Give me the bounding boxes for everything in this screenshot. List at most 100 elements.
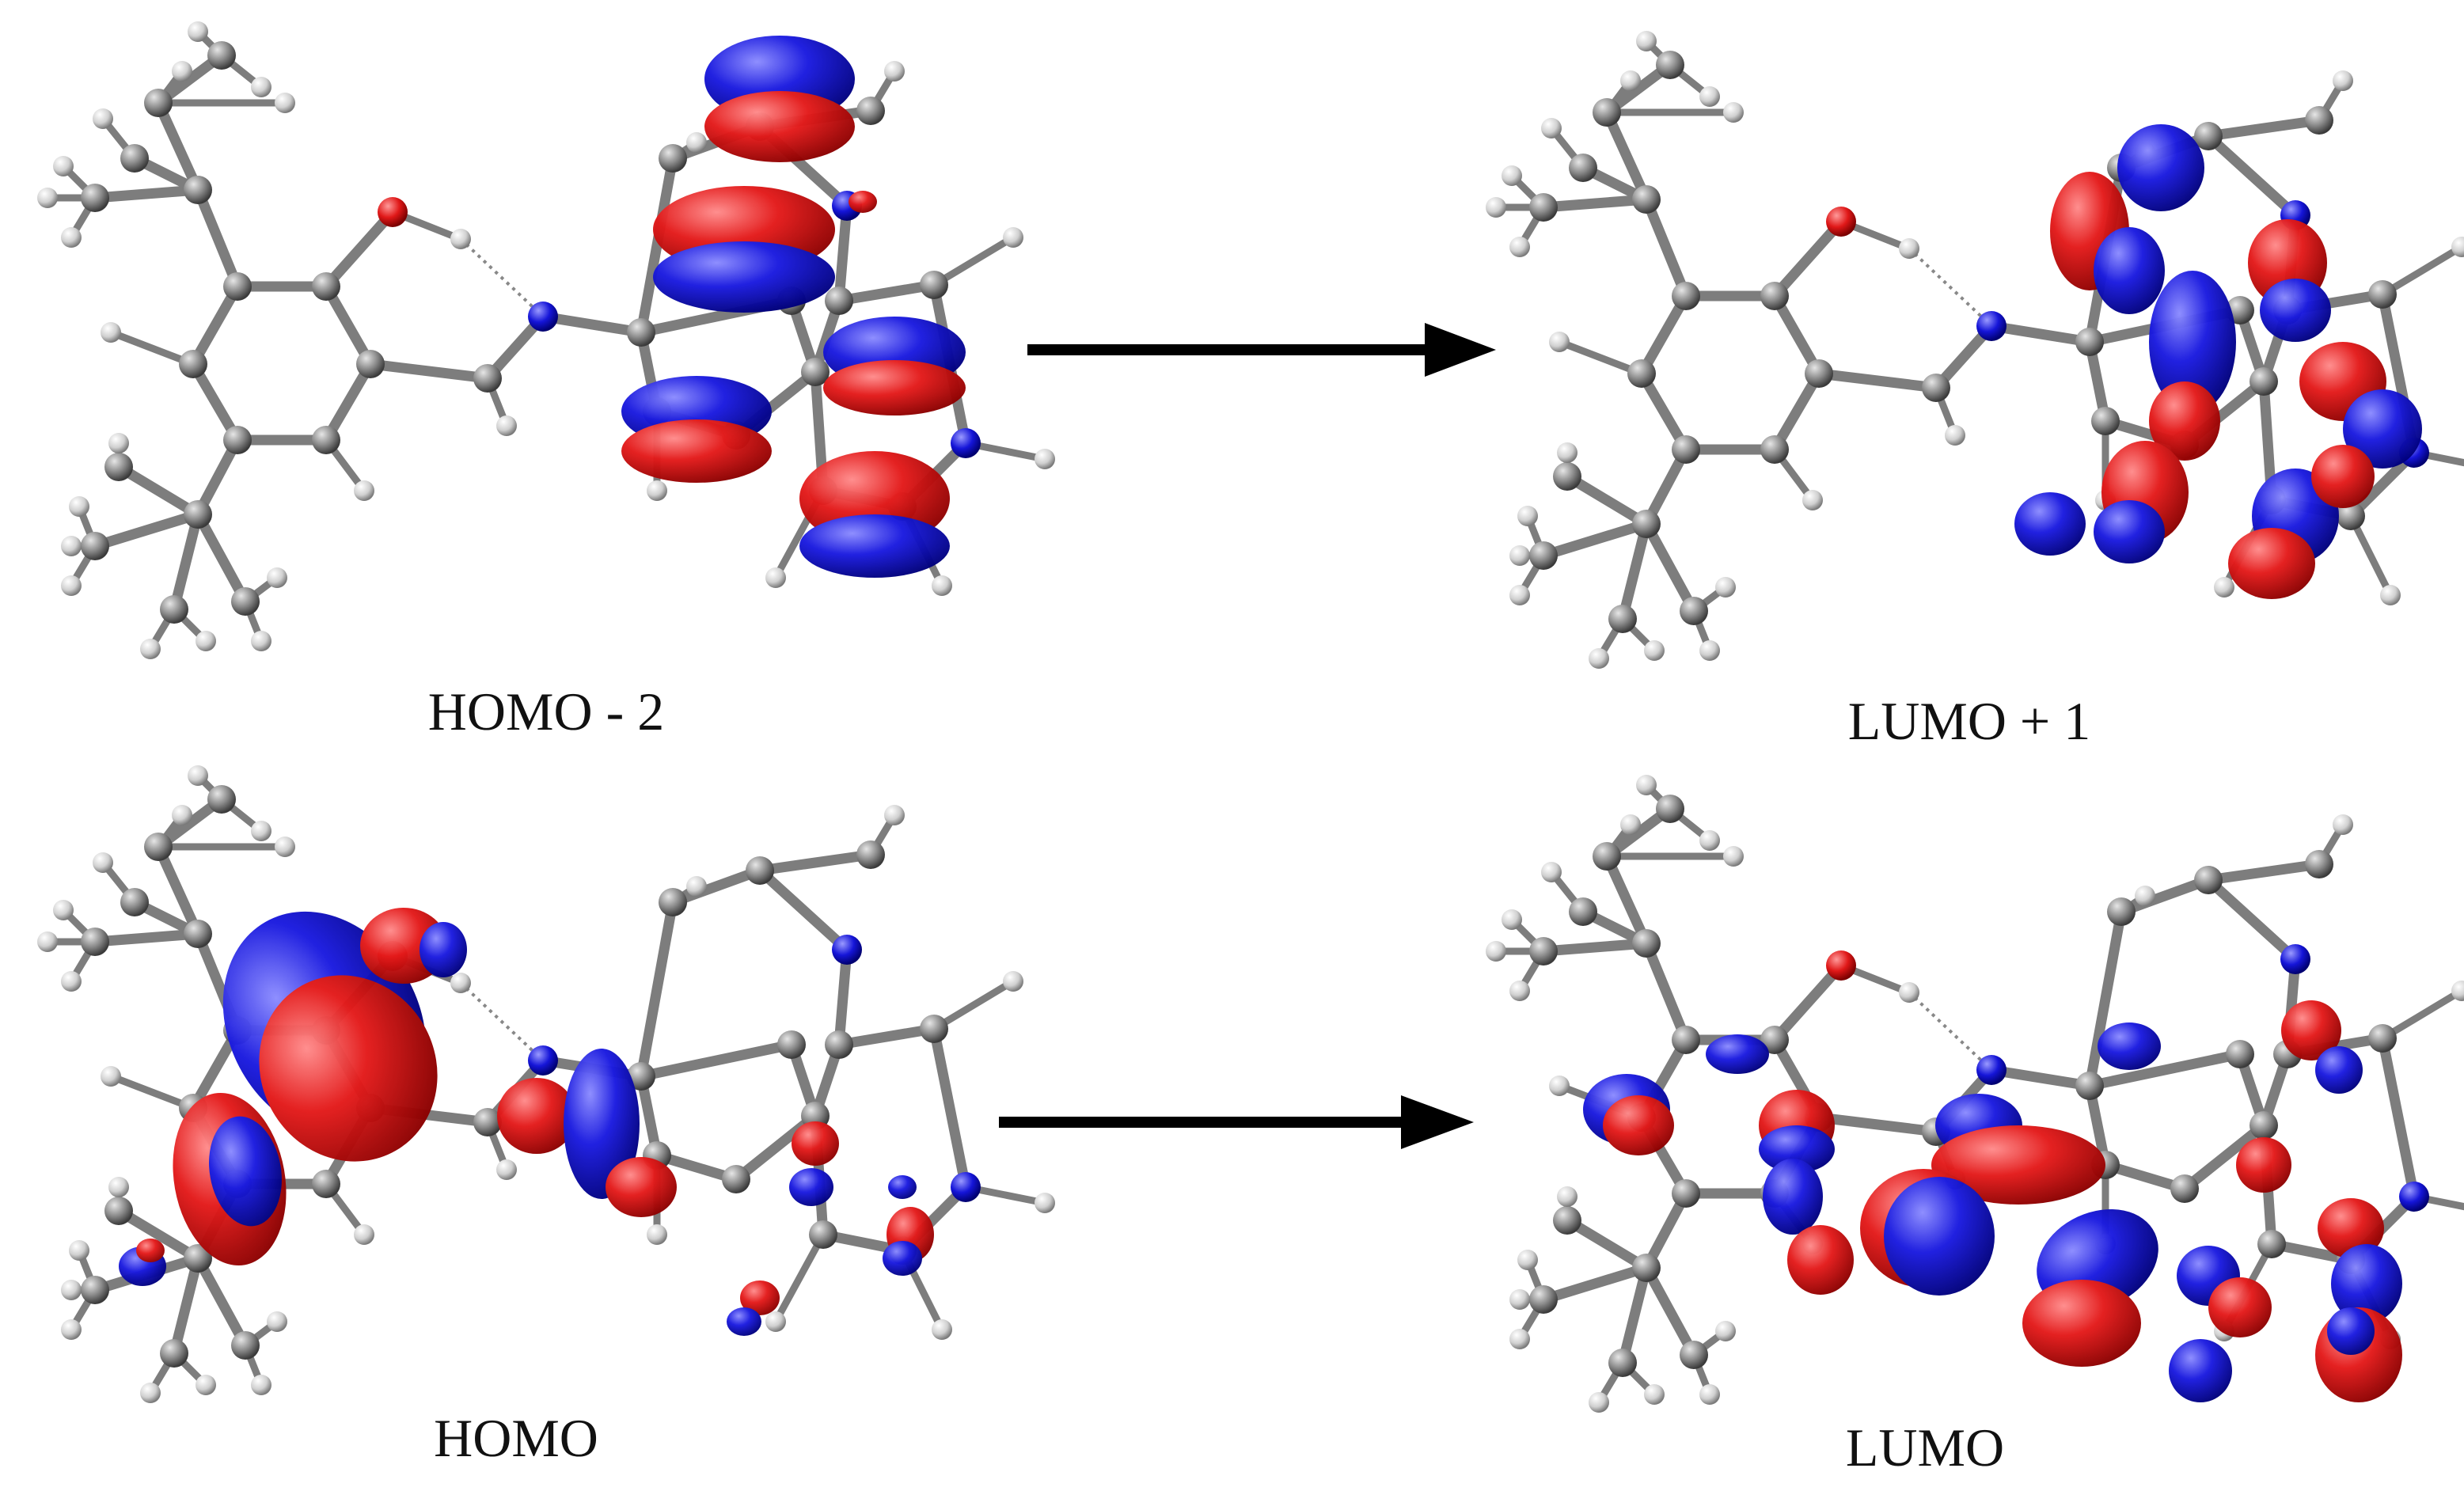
carbon-atom	[825, 1030, 853, 1059]
carbon-atom	[1656, 795, 1684, 823]
bond	[1813, 1112, 1942, 1137]
carbon-atom	[1553, 1206, 1581, 1235]
carbon-atom	[1593, 842, 1621, 871]
orbital-lobe-negative	[799, 514, 950, 578]
orbital-lobe-positive	[2311, 445, 2375, 508]
hydrogen-atom	[1589, 1392, 1609, 1413]
orbital-lobe-negative	[2260, 279, 2331, 342]
carbon-atom	[1922, 374, 1950, 402]
bond	[537, 311, 647, 338]
nitrogen-atom	[528, 302, 558, 332]
carbon-atom	[81, 532, 109, 560]
hydrogen-atom	[69, 1240, 89, 1261]
carbon-atom	[1760, 1026, 1789, 1054]
bond	[1641, 938, 1691, 1045]
bond	[153, 97, 203, 195]
hydrogen-atom	[1509, 237, 1530, 257]
carbon-atom	[104, 453, 133, 481]
bond	[169, 509, 203, 615]
carbon-atom	[144, 89, 173, 117]
orbital-lobe-negative	[2117, 124, 2204, 211]
carbon-atom	[207, 41, 236, 70]
carbon-atom	[1529, 541, 1558, 570]
hydrogen-atom	[1715, 1321, 1736, 1341]
hydrogen-atom	[765, 567, 786, 588]
molecule-structure	[37, 21, 1055, 659]
carbon-atom	[920, 271, 948, 299]
hydrogen-atom	[188, 21, 208, 42]
orbital-lobe-positive	[2149, 381, 2220, 461]
carbon-atom	[179, 350, 207, 378]
carbon-atom	[1608, 605, 1637, 633]
carbon-atom	[1672, 1026, 1700, 1054]
carbon-atom	[356, 350, 385, 378]
bond	[2379, 243, 2464, 298]
carbon-atom	[1608, 1349, 1637, 1377]
hydrogen-atom	[1899, 982, 1919, 1003]
bond	[1986, 1064, 2095, 1091]
hydrogen-atom	[1003, 227, 1023, 248]
hydrogen-atom	[1509, 1329, 1530, 1349]
bond	[2379, 987, 2464, 1042]
hydrogen-atom	[1802, 490, 1823, 510]
carbon-atom	[231, 587, 260, 616]
orbital-lobe-negative	[2149, 271, 2236, 413]
hydrogen-atom	[1517, 506, 1538, 526]
bond	[1641, 194, 1691, 302]
carbon-atom	[1529, 1285, 1558, 1314]
orbital-lobe-negative	[2014, 492, 2086, 556]
orbital-lobe-positive	[2236, 1137, 2291, 1193]
carbon-atom	[1760, 282, 1789, 310]
hydrogen-atom	[1502, 165, 1522, 186]
hydrogen-atom	[1620, 70, 1641, 91]
bond	[930, 977, 1017, 1033]
carbon-atom	[920, 1015, 948, 1043]
carbon-atom	[1672, 282, 1700, 310]
orbital-lobe-negative	[2343, 389, 2422, 469]
nitrogen-atom	[1976, 311, 2007, 341]
carbon-atom	[104, 1197, 133, 1225]
hydrogen-atom	[1549, 1076, 1570, 1096]
carbon-atom	[473, 1108, 502, 1136]
orbital-lobe-negative	[883, 1241, 922, 1276]
bond	[1601, 851, 1652, 949]
bond	[192, 1253, 251, 1351]
orbital-lobe-positive	[792, 1121, 839, 1166]
orbital-lobe-positive	[740, 1280, 780, 1315]
hydrogen-atom	[1509, 545, 1530, 566]
carbon-atom	[312, 1170, 340, 1198]
carbon-atom	[1569, 154, 1597, 182]
carbon-atom	[1553, 462, 1581, 491]
hydrogen-atom	[69, 496, 89, 517]
hydrogen-atom	[1035, 1193, 1055, 1213]
hydrogen-atom	[251, 821, 271, 841]
hydrogen-atom	[1003, 971, 1023, 992]
hydrogen-atom	[140, 639, 161, 659]
hydrogen-atom	[275, 93, 295, 113]
bond	[1601, 107, 1652, 205]
carbon-atom	[2194, 866, 2223, 894]
carbon-atom	[81, 928, 109, 956]
carbon-atom	[627, 1062, 655, 1091]
hydrogen-bond	[459, 237, 545, 318]
carbon-atom	[2107, 897, 2136, 926]
orbital-lobes	[621, 36, 966, 578]
hydrogen-atom	[765, 1311, 786, 1332]
bond	[2116, 874, 2214, 917]
bond	[2347, 512, 2394, 599]
carbon-atom	[2368, 1024, 2397, 1053]
carbon-atom	[1569, 897, 1597, 926]
bond	[1562, 1215, 1652, 1273]
hydrogen-atom	[275, 837, 295, 857]
orbital-lobe-negative	[209, 1116, 282, 1227]
hydrogen-atom	[1636, 31, 1657, 51]
hydrogen-atom	[2214, 577, 2234, 598]
orbital-lobe-positive	[606, 1157, 677, 1217]
orbital-lobes	[1583, 1000, 2402, 1402]
hydrogen-atom	[1557, 1186, 1577, 1207]
hydrogen-atom	[61, 227, 82, 248]
carbon-atom	[312, 426, 340, 454]
hydrogen-atom	[61, 536, 82, 556]
carbon-atom	[2249, 367, 2278, 396]
bond	[2377, 1033, 2420, 1202]
